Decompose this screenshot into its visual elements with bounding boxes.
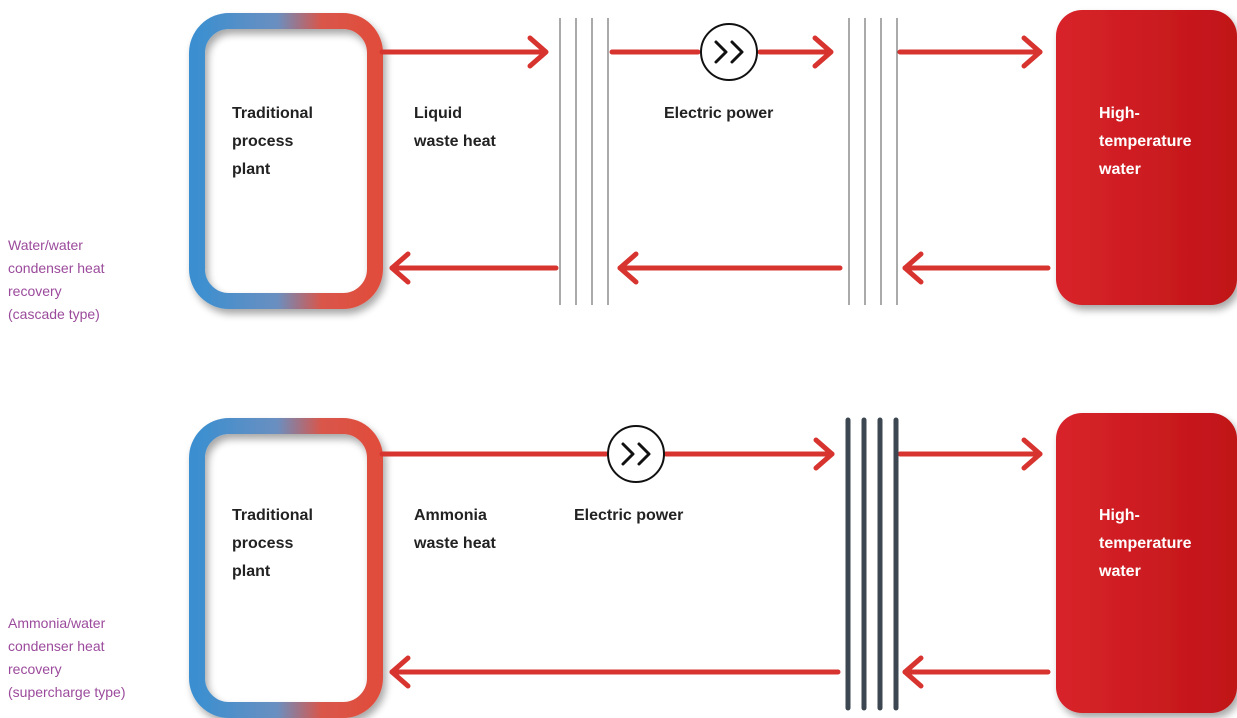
diagram-caption: Water/water condenser heat recovery (cas… xyxy=(8,234,178,326)
compressor-icon xyxy=(607,425,665,483)
output-water-block xyxy=(1056,10,1237,305)
compressor-icon xyxy=(700,23,758,81)
label-line: waste heat xyxy=(414,535,496,552)
label-line: water xyxy=(1099,563,1141,580)
process-plant-loop xyxy=(189,13,383,309)
label-line: temperature xyxy=(1099,535,1192,552)
label-line: plant xyxy=(232,161,271,178)
process-plant-loop xyxy=(189,418,383,718)
diagram-cascade xyxy=(189,10,1237,309)
caption-line: recovery xyxy=(8,283,62,299)
plant-label: Traditional process plant xyxy=(232,502,313,586)
label-line: Ammonia xyxy=(414,507,487,524)
caption-line: recovery xyxy=(8,661,62,677)
output-water-block xyxy=(1056,413,1237,713)
label-line: Electric power xyxy=(574,507,684,524)
waste-heat-label: Ammonia waste heat xyxy=(414,502,496,558)
caption-line: condenser heat xyxy=(8,638,105,654)
caption-line: Water/water xyxy=(8,237,83,253)
plant-label: Traditional process plant xyxy=(232,100,313,184)
caption-line: Ammonia/water xyxy=(8,615,106,631)
caption-line: (cascade type) xyxy=(8,306,100,322)
flow-arrows xyxy=(379,35,1051,285)
waste-heat-label: Liquid waste heat xyxy=(414,100,496,156)
caption-line: condenser heat xyxy=(8,260,105,276)
label-line: temperature xyxy=(1099,133,1192,150)
heat-exchanger-icon xyxy=(848,18,898,305)
label-line: Liquid xyxy=(414,105,462,122)
label-line: Traditional xyxy=(232,507,313,524)
output-label: High- temperature water xyxy=(1099,502,1191,586)
output-label: High- temperature water xyxy=(1099,100,1191,184)
label-line: waste heat xyxy=(414,133,496,150)
label-line: Electric power xyxy=(664,105,774,122)
heat-exchanger-icon xyxy=(845,417,899,711)
label-line: High- xyxy=(1099,507,1140,524)
power-label: Electric power xyxy=(574,502,683,530)
power-label: Electric power xyxy=(664,100,773,128)
label-line: Traditional xyxy=(232,105,313,122)
label-line: process xyxy=(232,133,294,150)
heat-exchanger-icon xyxy=(559,18,609,305)
label-line: water xyxy=(1099,161,1141,178)
diagram-supercharge xyxy=(189,413,1237,718)
label-line: plant xyxy=(232,563,271,580)
caption-line: (supercharge type) xyxy=(8,684,126,700)
label-line: High- xyxy=(1099,105,1140,122)
label-line: process xyxy=(232,535,294,552)
diagram-caption: Ammonia/water condenser heat recovery (s… xyxy=(8,612,178,704)
flow-arrows xyxy=(379,437,1051,689)
